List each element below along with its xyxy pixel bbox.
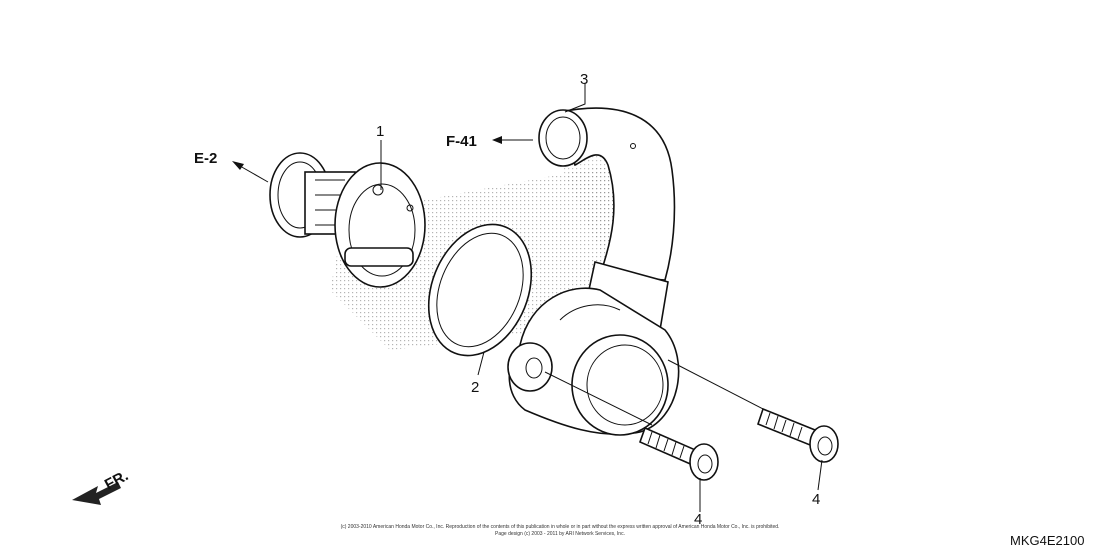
diagram-code: MKG4E2100 <box>1010 533 1084 548</box>
callout-part-4a: 4 <box>694 511 702 528</box>
ref-f41-label[interactable]: F-41 <box>446 133 477 150</box>
flange-bolt-part[interactable] <box>757 407 839 463</box>
copyright-line-1: (c) 2003-2010 American Honda Motor Co., … <box>341 524 780 530</box>
ref-e2-label[interactable]: E-2 <box>194 150 217 167</box>
gasket-ring-part[interactable] <box>410 209 550 371</box>
thermostat-part[interactable] <box>269 152 426 288</box>
callout-part-2: 2 <box>471 379 479 396</box>
flange-bolt-part[interactable] <box>638 426 719 481</box>
callout-part-1: 1 <box>376 123 384 140</box>
callout-part-4b: 4 <box>812 491 820 508</box>
leader-lines <box>232 84 823 512</box>
thermostat-housing-part[interactable] <box>507 107 680 436</box>
callout-part-3: 3 <box>580 71 588 88</box>
copyright-line-2: Page design (c) 2003 - 2011 by ARI Netwo… <box>495 531 625 537</box>
front-direction-arrow-icon <box>72 482 121 505</box>
